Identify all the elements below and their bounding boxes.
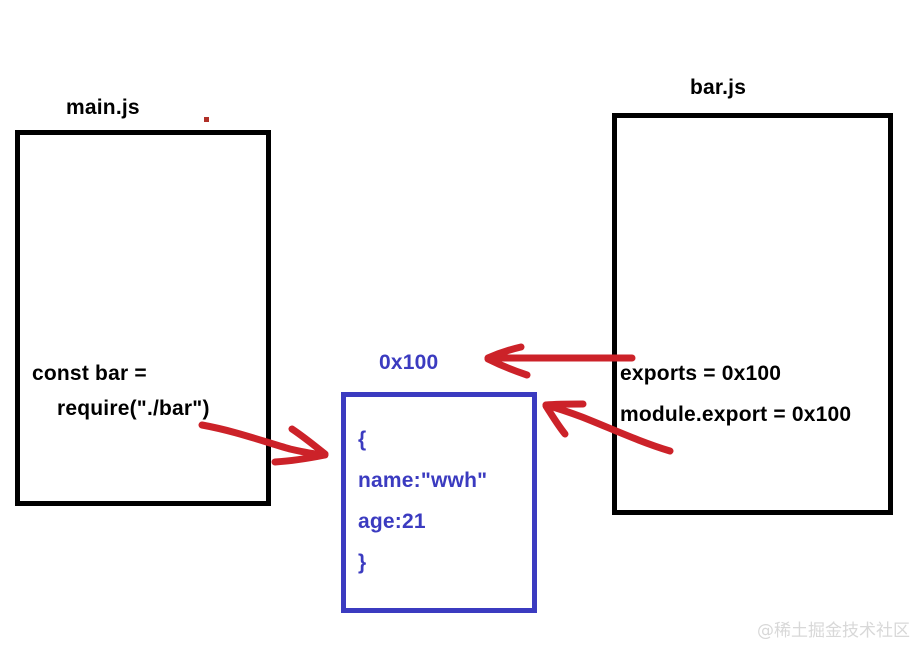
stray-red-dot xyxy=(204,117,209,122)
memory-object-line-4: } xyxy=(358,551,367,574)
main-js-code-line-2: require("./bar") xyxy=(57,397,210,420)
memory-object-line-2: name:"wwh" xyxy=(358,469,488,492)
main-js-title: main.js xyxy=(66,96,140,119)
main-js-code-line-1: const bar = xyxy=(32,362,147,385)
memory-object-line-1: { xyxy=(358,428,367,451)
main-js-box xyxy=(15,130,271,506)
arrow-bar-to-address-icon xyxy=(484,343,636,379)
memory-object-box xyxy=(341,392,537,613)
bar-js-box xyxy=(612,113,893,515)
memory-address-label: 0x100 xyxy=(379,351,439,374)
bar-js-code-line-2: module.export = 0x100 xyxy=(620,403,852,426)
memory-object-line-3: age:21 xyxy=(358,510,426,533)
watermark: @稀土掘金技术社区 xyxy=(757,621,910,641)
bar-js-code-line-1: exports = 0x100 xyxy=(620,362,782,385)
bar-js-title: bar.js xyxy=(690,76,747,99)
